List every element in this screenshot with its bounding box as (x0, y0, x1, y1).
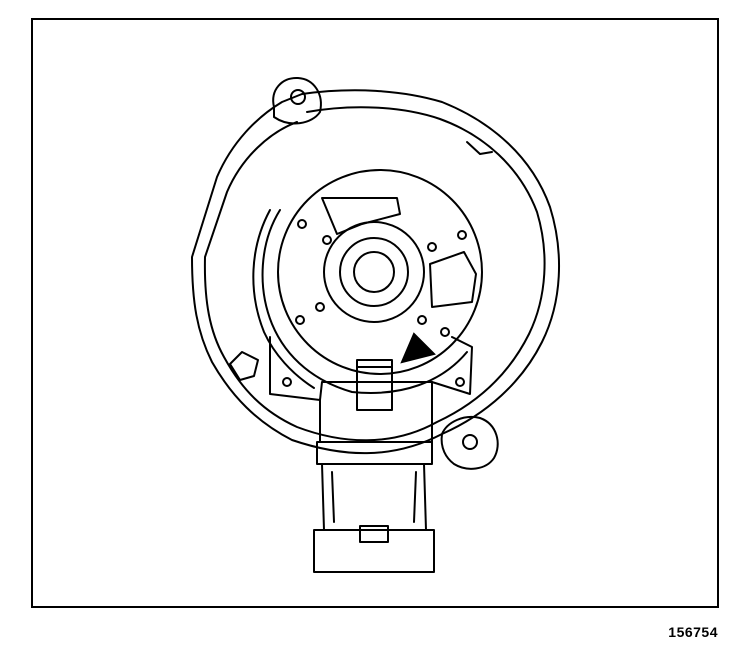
plate-hole (297, 219, 307, 229)
flange-ring-edge (252, 209, 315, 389)
blower-motor-illustration (191, 76, 561, 573)
bracket-hole (282, 377, 292, 387)
plate-cutout-upper (321, 197, 401, 235)
hub-outer (323, 221, 425, 323)
figure-id: 156754 (668, 624, 718, 640)
connector-frame (321, 463, 427, 531)
connector-body (316, 441, 433, 465)
plate-hole (295, 315, 305, 325)
connector-plug (313, 529, 435, 573)
bottom-mounting-ear (440, 416, 499, 470)
top-mounting-ear (272, 76, 322, 125)
plate-cutout-right (429, 251, 477, 308)
connector-frame-line (331, 471, 335, 523)
plate-hole (457, 230, 467, 240)
housing-outline (191, 89, 561, 455)
bottom-mounting-hole (462, 434, 478, 450)
plate-hole (440, 327, 450, 337)
plate-hole (315, 302, 325, 312)
flange-ring (261, 209, 468, 394)
housing-notch (466, 141, 493, 155)
plate-hole (417, 315, 427, 325)
diagram-frame (31, 18, 719, 608)
top-mounting-hole (290, 89, 306, 105)
plate-hole (322, 235, 332, 245)
housing-inner-outline (203, 106, 546, 442)
connector-frame-line (413, 471, 417, 523)
side-tab (229, 351, 259, 381)
connector-latch (359, 525, 389, 543)
connector-neck (319, 381, 433, 443)
hub-mid (339, 237, 409, 307)
motor-plate (277, 169, 483, 375)
plate-hole (427, 242, 437, 252)
hub-shaft (353, 251, 395, 293)
bracket-hole (455, 377, 465, 387)
wire-tube (356, 359, 393, 411)
arrow-pointer-icon (400, 332, 436, 364)
mounting-bracket (269, 336, 473, 401)
